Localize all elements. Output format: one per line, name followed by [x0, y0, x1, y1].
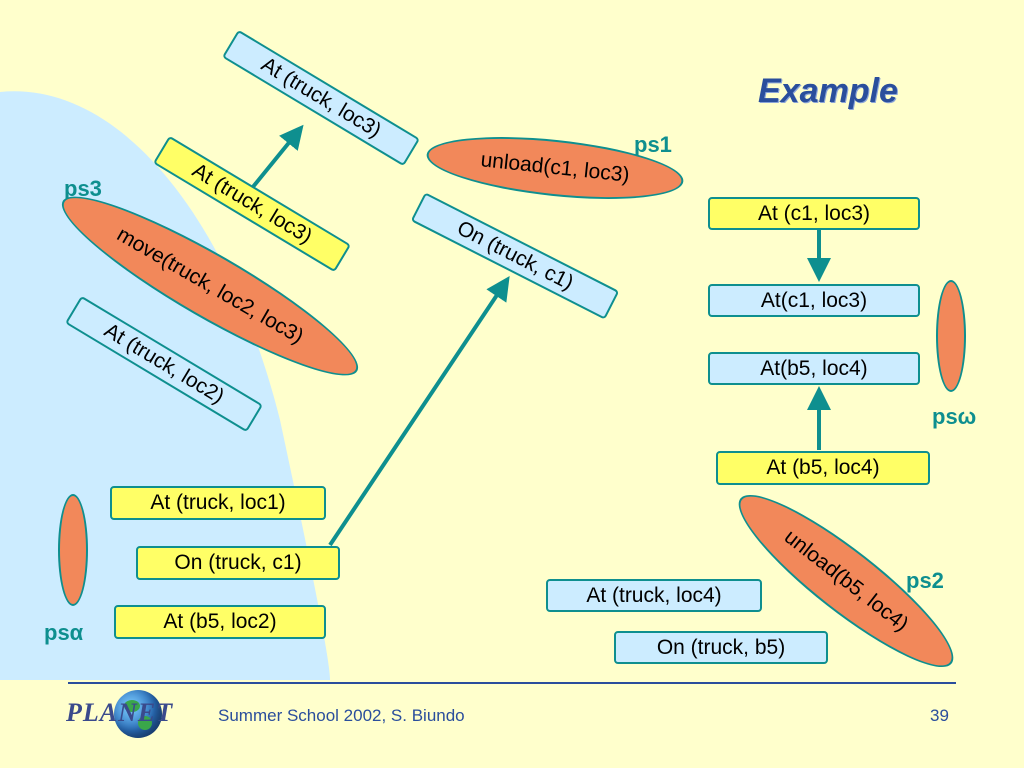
initial-state-ellipse	[58, 494, 88, 606]
node-at-b5-loc4-state: At(b5, loc4)	[708, 352, 920, 385]
label-ps1: ps1	[634, 132, 672, 157]
label-ps-alpha: psα	[44, 620, 84, 645]
label-ps-omega: psω	[932, 404, 977, 429]
footer-divider	[68, 682, 956, 684]
planet-logo: PLANET	[66, 688, 226, 740]
goal-state-ellipse	[936, 280, 966, 392]
node-at-c1-loc3-goal: At (c1, loc3)	[708, 197, 920, 230]
footer-text: Summer School 2002, S. Biundo	[218, 706, 465, 725]
globe-icon	[114, 690, 162, 738]
label-ps2: ps2	[906, 568, 944, 593]
node-at-c1-loc3-state: At(c1, loc3)	[708, 284, 920, 317]
page-number: 39	[930, 706, 949, 725]
node-at-b5-loc4: At (b5, loc4)	[716, 451, 930, 485]
arrow-mid-to-top	[246, 124, 304, 195]
node-on-truck-c1-bottom: On (truck, c1)	[136, 546, 340, 580]
page-title: Example	[758, 72, 898, 110]
node-at-b5-loc2: At (b5, loc2)	[114, 605, 326, 639]
node-at-truck-loc1: At (truck, loc1)	[110, 486, 326, 520]
node-on-truck-b5: On (truck, b5)	[614, 631, 828, 664]
arrow-on-truck-c1	[328, 276, 510, 547]
logo-text: PLANET	[66, 698, 174, 727]
node-at-truck-loc4: At (truck, loc4)	[546, 579, 762, 612]
